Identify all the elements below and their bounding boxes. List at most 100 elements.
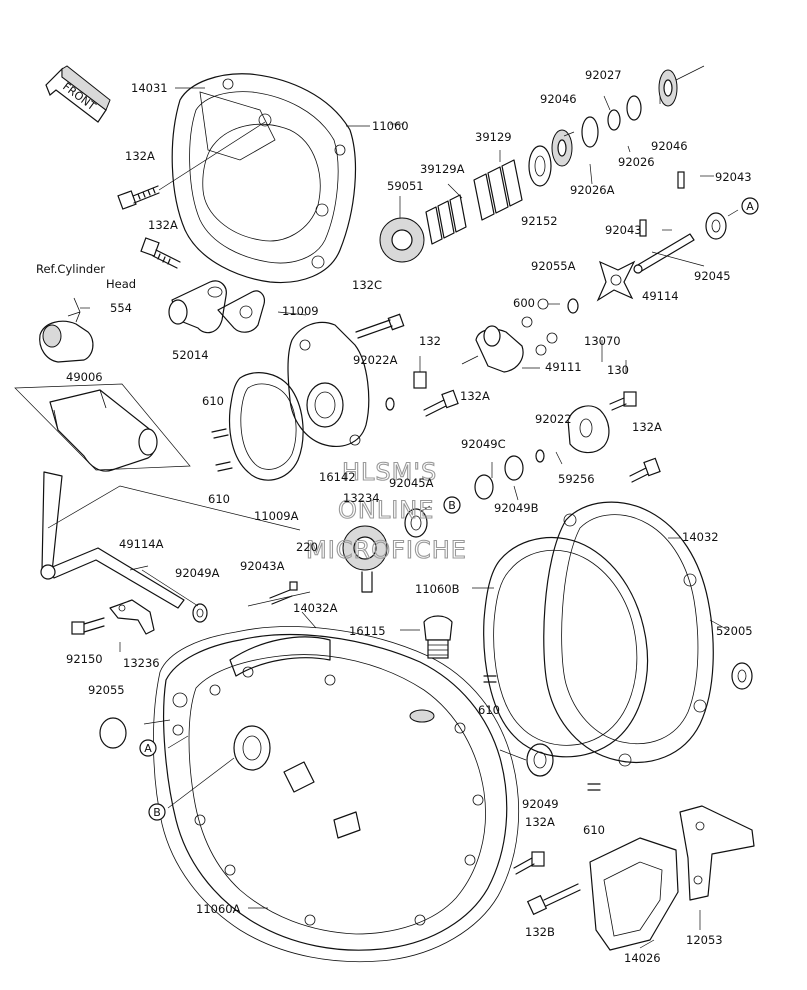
seal-92049a	[192, 603, 208, 623]
ref-a2-label: A	[144, 742, 152, 755]
ref-a1-label: A	[746, 200, 754, 213]
bolt-132a-top	[117, 121, 266, 210]
seal-92022a	[385, 397, 395, 411]
leader-lines	[80, 87, 739, 949]
part-label: 92055A	[531, 259, 576, 273]
seal-92045	[705, 212, 727, 240]
front-arrow-icon: FRONT	[45, 65, 111, 123]
pin-92043-right	[639, 171, 685, 237]
seal-92022	[535, 449, 545, 463]
part-label: 16115	[349, 624, 386, 638]
ref-b2-label: B	[153, 806, 161, 819]
part-label: 92045A	[389, 476, 434, 490]
ref-circle-a1: A	[741, 197, 759, 215]
oring-92055a	[567, 298, 579, 314]
bracket-13236	[109, 599, 155, 635]
part-label: 14032A	[293, 601, 338, 615]
part-label: 132B	[525, 925, 555, 939]
bolt-132	[413, 371, 427, 389]
balls-600	[521, 298, 558, 356]
part-label: 13234	[343, 491, 380, 505]
part-label: 92046	[540, 92, 577, 106]
watermark-line-1: HLSM'S	[342, 458, 437, 486]
seal-92049	[526, 743, 554, 777]
part-label: 130	[607, 363, 629, 377]
water-pump-cover	[287, 321, 370, 447]
part-label: 92043A	[240, 559, 285, 573]
watermark-line-2: ONLINE	[338, 496, 434, 524]
part-labels: 14031 11060 132A 132A Ref.Cylinder Head …	[36, 68, 753, 965]
part-label: 610	[208, 492, 230, 506]
part-label: 59256	[558, 472, 595, 486]
spring-39129a	[425, 194, 467, 245]
part-label: 11060	[372, 119, 409, 133]
part-label: 610	[202, 394, 224, 408]
part-label: 49114	[642, 289, 679, 303]
part-label: 52014	[172, 348, 209, 362]
part-label: 92043	[715, 170, 752, 184]
part-label: 92046	[651, 139, 688, 153]
part-label: 49111	[545, 360, 582, 374]
part-label: 132A	[125, 149, 155, 163]
bearing-92049b	[504, 455, 524, 481]
right-cover-14032	[543, 501, 714, 767]
part-label: 132A	[525, 815, 555, 829]
part-label: 132A	[148, 218, 178, 232]
bearing-92046-upper	[658, 65, 705, 107]
ref-circle-a2: A	[139, 739, 157, 757]
part-label: 92049C	[461, 437, 506, 451]
part-label: 14032	[682, 530, 719, 544]
part-label: 49114A	[119, 537, 164, 551]
impeller-13070	[596, 260, 636, 302]
part-label: 11060A	[196, 902, 241, 916]
part-label: 11060B	[415, 582, 460, 596]
part-label: 92150	[66, 652, 103, 666]
part-label: 49006	[66, 370, 103, 384]
ref-b1-label: B	[448, 499, 456, 512]
washer-92027	[607, 109, 621, 131]
part-label: 16142	[319, 470, 356, 484]
part-label: 132C	[352, 278, 382, 292]
part-label: 39129	[475, 130, 512, 144]
hose-49006	[14, 383, 191, 472]
part-label: 92022A	[353, 353, 398, 367]
part-label: 39129A	[420, 162, 465, 176]
cap-16115	[423, 615, 453, 659]
governor-49111	[461, 325, 524, 373]
watermark: HLSM'S ONLINE MICROFICHE	[305, 457, 467, 564]
part-label: 59051	[387, 179, 424, 193]
clutch-cover-11060	[171, 73, 357, 284]
part-label: 92049A	[175, 566, 220, 580]
gear-59256	[567, 405, 610, 454]
part-label: 92045	[694, 269, 731, 283]
seal-52005	[731, 662, 753, 690]
dowels-610	[483, 675, 601, 791]
watermark-line-3: MICROFICHE	[306, 536, 467, 564]
part-label: 92026	[618, 155, 655, 169]
gasket-11060a	[153, 626, 519, 963]
pin-92043a	[269, 581, 298, 605]
part-label: 92027	[585, 68, 622, 82]
part-label: 554	[110, 301, 132, 315]
oring-92055	[99, 717, 127, 749]
washer-92026a	[581, 116, 599, 148]
cylinder-head-fitting	[39, 297, 94, 363]
part-label: 13070	[584, 334, 621, 348]
part-label: 92043	[605, 223, 642, 237]
part-label: Ref.Cylinder	[36, 262, 105, 276]
gear-59051	[379, 217, 425, 263]
water-fitting-52014	[168, 280, 227, 334]
part-label: 92049	[522, 797, 559, 811]
spring-39129	[473, 159, 523, 221]
shift-lever-49114a	[40, 471, 301, 609]
crankcase-cover-14032a	[163, 633, 508, 951]
part-label: 11009A	[254, 509, 299, 523]
gasket-11009	[217, 290, 265, 333]
part-label: 600	[513, 296, 535, 310]
part-label: 12053	[686, 933, 723, 947]
washer-92152	[528, 145, 552, 187]
part-label: 14031	[131, 81, 168, 95]
part-label: 92022	[535, 412, 572, 426]
bolt-132c	[355, 313, 405, 339]
